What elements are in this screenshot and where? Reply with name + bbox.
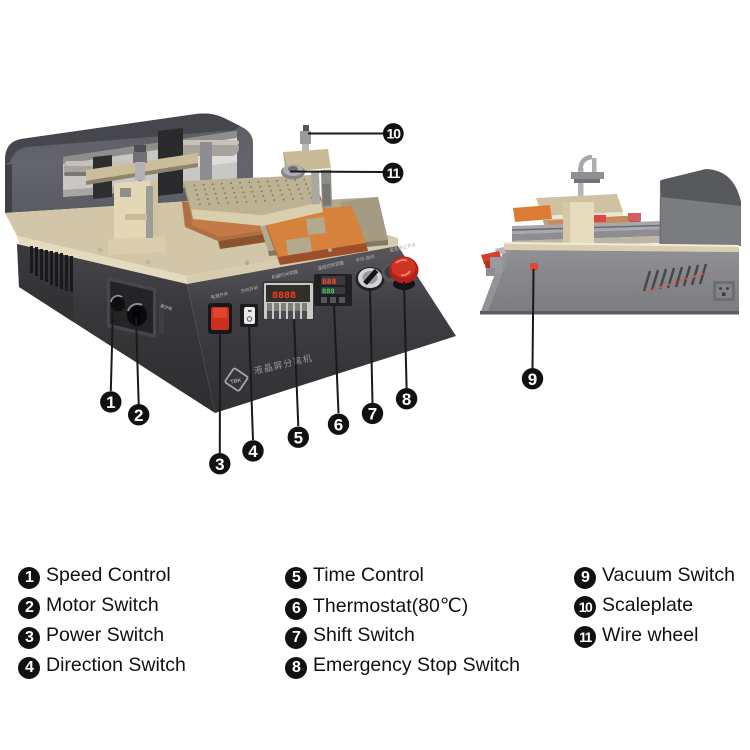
svg-text:5: 5: [294, 429, 303, 448]
svg-text:4: 4: [248, 442, 258, 461]
svg-text:真空吸: 真空吸: [160, 302, 173, 311]
svg-text:7: 7: [368, 405, 377, 424]
svg-text:888: 888: [322, 289, 335, 297]
svg-text:9: 9: [528, 370, 537, 389]
svg-text:8888: 8888: [272, 291, 296, 302]
svg-text:6: 6: [334, 416, 343, 435]
svg-text:方向开关: 方向开关: [240, 284, 260, 295]
svg-text:888: 888: [322, 278, 337, 287]
svg-text:8: 8: [402, 390, 411, 409]
svg-text:手动 自动: 手动 自动: [355, 253, 376, 264]
svg-text:3: 3: [215, 455, 224, 474]
svg-text:11: 11: [387, 165, 401, 181]
svg-text:1: 1: [106, 393, 115, 412]
svg-text:2: 2: [134, 406, 143, 425]
svg-text:TBK: TBK: [230, 378, 242, 386]
svg-text:10: 10: [387, 126, 402, 142]
svg-text:电源开关: 电源开关: [210, 290, 230, 301]
